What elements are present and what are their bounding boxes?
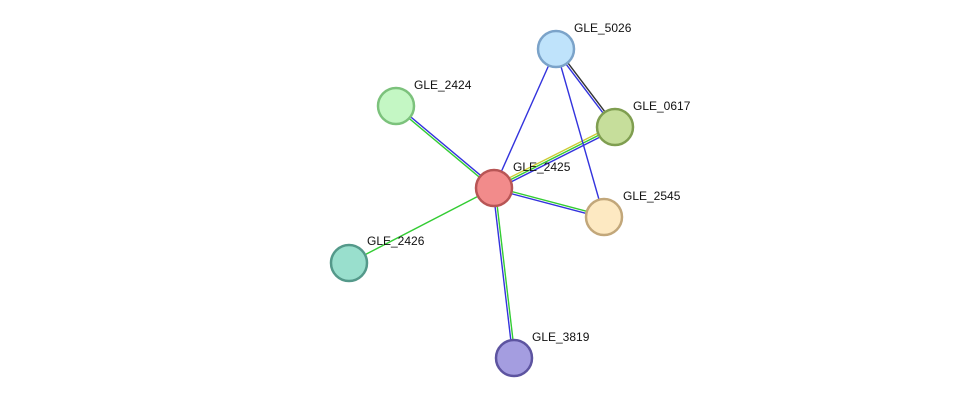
- node-label-GLE_2545: GLE_2545: [623, 189, 681, 203]
- nodes-layer: [329, 29, 635, 378]
- edge-GLE_2425-GLE_3819: [492, 187, 516, 359]
- edge-line: [493, 48, 557, 189]
- edge-line: [492, 188, 514, 359]
- edge-line: [492, 124, 615, 187]
- edge-line: [394, 106, 494, 190]
- node-label-GLE_0617: GLE_0617: [633, 99, 691, 113]
- edge-line: [348, 187, 495, 264]
- node-label-GLE_3819: GLE_3819: [532, 330, 590, 344]
- node-GLE_3819[interactable]: [494, 338, 534, 378]
- node-GLE_2545[interactable]: [584, 197, 624, 237]
- edge-line: [494, 187, 516, 358]
- node-label-GLE_5026: GLE_5026: [574, 21, 632, 35]
- edge-GLE_5026-GLE_2545: [555, 48, 605, 218]
- edge-line: [555, 48, 605, 218]
- node-label-GLE_2426: GLE_2426: [367, 234, 425, 248]
- node-GLE_5026[interactable]: [536, 29, 576, 69]
- edge-GLE_2425-GLE_5026: [493, 48, 557, 189]
- node-GLE_2424[interactable]: [376, 86, 416, 126]
- node-GLE_2426[interactable]: [329, 243, 369, 283]
- node-GLE_2425[interactable]: [474, 168, 514, 208]
- edge-line: [494, 128, 617, 191]
- edge-GLE_2425-GLE_0617: [492, 124, 617, 191]
- edge-line: [493, 126, 616, 189]
- node-label-GLE_2424: GLE_2424: [414, 78, 472, 92]
- edge-GLE_2425-GLE_2426: [348, 187, 495, 264]
- edge-GLE_2425-GLE_2424: [394, 104, 496, 190]
- node-label-GLE_2425: GLE_2425: [513, 160, 571, 174]
- node-GLE_0617[interactable]: [595, 107, 635, 147]
- edge-line: [396, 104, 496, 188]
